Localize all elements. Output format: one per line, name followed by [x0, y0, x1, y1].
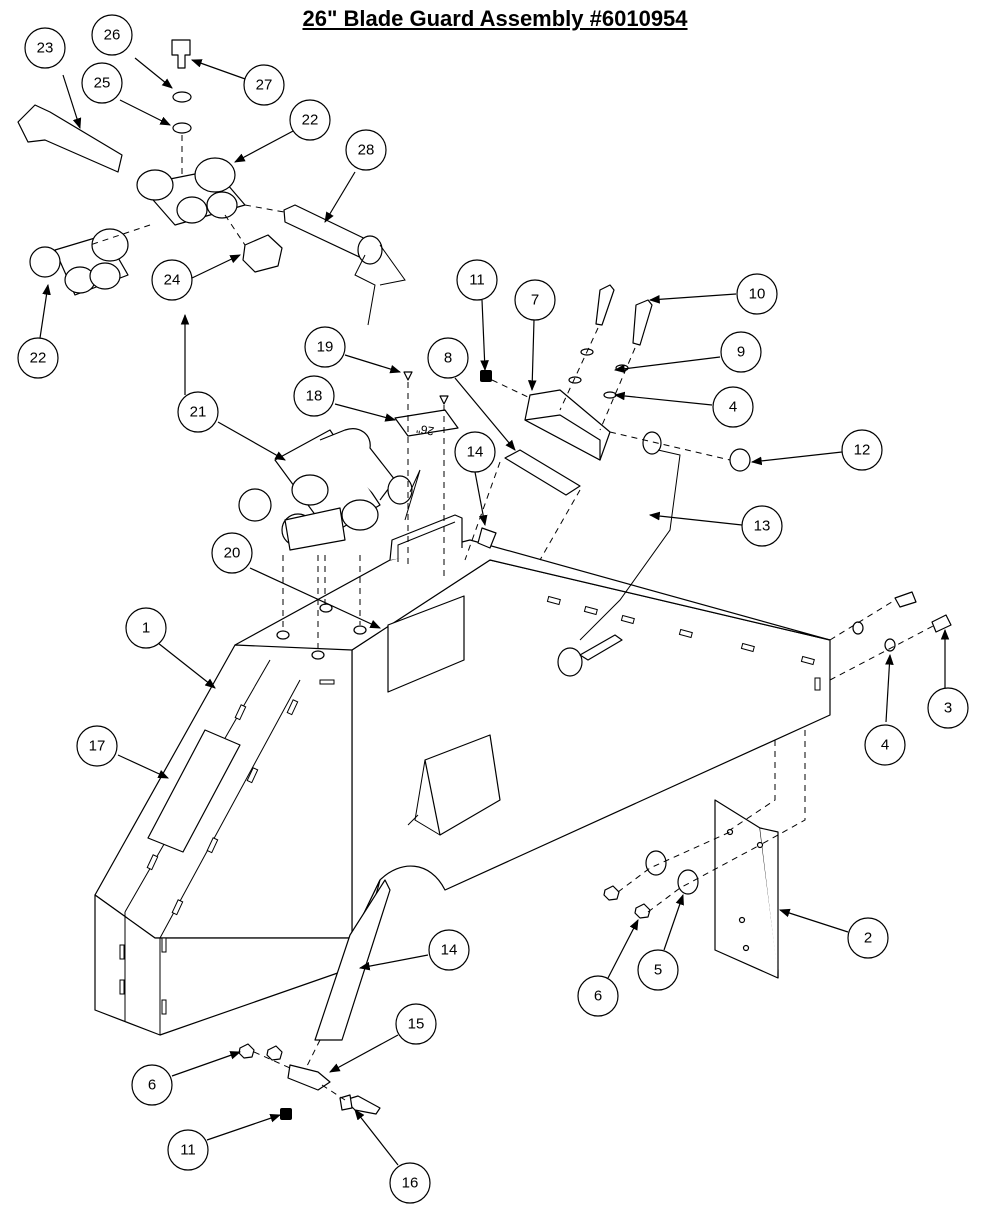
svg-text:13: 13 — [754, 518, 771, 535]
callout-20: 20 — [211, 532, 253, 574]
callout-12: 12 — [841, 429, 883, 471]
svg-text:6: 6 — [594, 988, 602, 1005]
right-bolts — [829, 591, 952, 681]
svg-text:22: 22 — [30, 350, 47, 367]
svg-text:21: 21 — [190, 404, 207, 421]
callout-11-top: 11 — [456, 259, 498, 301]
callout-3: 3 — [927, 687, 969, 729]
callout-14-top: 14 — [454, 431, 496, 473]
callout-7: 7 — [514, 279, 556, 321]
bumper-block-assembly — [464, 284, 751, 677]
callout-5: 5 — [637, 949, 679, 991]
caster-assembly-lower: 26" — [238, 371, 459, 650]
mounting-plate — [714, 730, 806, 979]
callout-1: 1 — [125, 607, 167, 649]
callout-6-left: 6 — [131, 1064, 173, 1106]
svg-text:7: 7 — [531, 292, 539, 309]
callout-22-top: 22 — [289, 99, 331, 141]
callout-22-bottom: 22 — [17, 337, 59, 379]
svg-text:27: 27 — [256, 77, 273, 94]
svg-text:17: 17 — [89, 738, 106, 755]
callout-9: 9 — [720, 331, 762, 373]
svg-text:6: 6 — [148, 1077, 156, 1094]
svg-text:16: 16 — [402, 1175, 419, 1192]
callout-15: 15 — [395, 1003, 437, 1045]
callout-27: 27 — [243, 64, 285, 106]
callout-2: 2 — [847, 917, 889, 959]
callout-8: 8 — [427, 337, 469, 379]
svg-text:9: 9 — [737, 344, 745, 361]
svg-text:22: 22 — [302, 112, 319, 129]
svg-text:11: 11 — [469, 272, 485, 289]
plate-label: 26" — [415, 422, 435, 439]
svg-text:1: 1 — [142, 620, 150, 637]
svg-text:3: 3 — [944, 700, 952, 717]
callout-28: 28 — [345, 129, 387, 171]
blade-guard-body — [94, 514, 831, 1036]
callout-24: 24 — [151, 259, 193, 301]
svg-text:11: 11 — [180, 1142, 196, 1159]
callout-6-right: 6 — [577, 975, 619, 1017]
svg-text:18: 18 — [306, 388, 323, 405]
callout-25: 25 — [81, 62, 123, 104]
callout-17: 17 — [76, 725, 118, 767]
callout-13: 13 — [741, 505, 783, 547]
svg-text:28: 28 — [358, 142, 375, 159]
callout-18: 18 — [293, 375, 335, 417]
callout-11-bottom: 11 — [167, 1129, 209, 1171]
svg-text:5: 5 — [654, 962, 662, 979]
svg-text:2: 2 — [864, 930, 872, 947]
callout-14-bottom: 14 — [428, 929, 470, 971]
svg-text:26: 26 — [104, 27, 121, 44]
callout-16: 16 — [389, 1162, 431, 1204]
leader-lines — [39, 57, 950, 1166]
svg-text:14: 14 — [467, 444, 484, 461]
page-title: 26" Blade Guard Assembly #6010954 — [302, 6, 688, 31]
washers-and-nuts-plate — [603, 831, 761, 919]
svg-text:8: 8 — [444, 350, 452, 367]
callout-10: 10 — [736, 273, 778, 315]
svg-text:25: 25 — [94, 75, 111, 92]
svg-text:20: 20 — [224, 545, 241, 562]
svg-text:19: 19 — [317, 339, 334, 356]
svg-text:15: 15 — [408, 1016, 425, 1033]
svg-text:24: 24 — [164, 272, 181, 289]
callout-23: 23 — [24, 27, 66, 69]
callout-4-top: 4 — [712, 386, 754, 428]
caster-assembly-top — [17, 39, 406, 326]
callout-26: 26 — [91, 14, 133, 56]
svg-text:23: 23 — [37, 40, 54, 57]
svg-text:14: 14 — [441, 942, 458, 959]
svg-text:12: 12 — [854, 442, 871, 459]
svg-text:4: 4 — [881, 737, 889, 754]
callout-4-right: 4 — [864, 724, 906, 766]
svg-text:4: 4 — [729, 399, 737, 416]
svg-text:10: 10 — [749, 286, 766, 303]
callout-19: 19 — [304, 326, 346, 368]
callout-21: 21 — [177, 391, 219, 433]
